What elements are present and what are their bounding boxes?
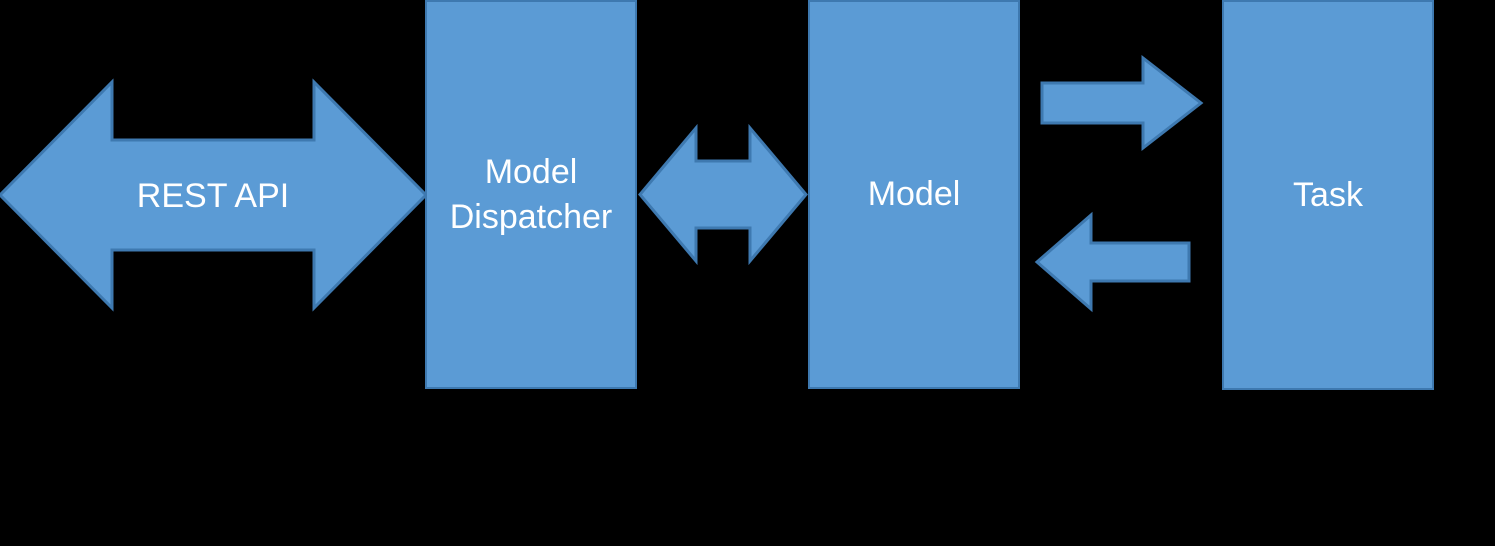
connector-dispatcher-model[interactable] (638, 123, 808, 266)
node-model-dispatcher-label: Model Dispatcher (449, 152, 613, 236)
node-model-label: Model (867, 175, 961, 213)
connector-task-to-model[interactable] (1034, 211, 1191, 313)
node-model-dispatcher[interactable]: Model Dispatcher (425, 0, 637, 389)
rest-api-arrow-icon (0, 78, 429, 312)
connector-rest-api-label: REST API (136, 177, 290, 215)
node-task[interactable]: Task (1222, 0, 1434, 390)
connector-rest-api[interactable]: REST API (0, 78, 429, 312)
double-headed-arrow-icon (638, 123, 808, 266)
node-model[interactable]: Model (808, 0, 1020, 389)
connector-model-to-task[interactable] (1040, 54, 1204, 152)
arrow-right-icon (1040, 54, 1204, 152)
arrow-left-icon (1034, 211, 1191, 313)
node-task-label: Task (1293, 175, 1363, 214)
